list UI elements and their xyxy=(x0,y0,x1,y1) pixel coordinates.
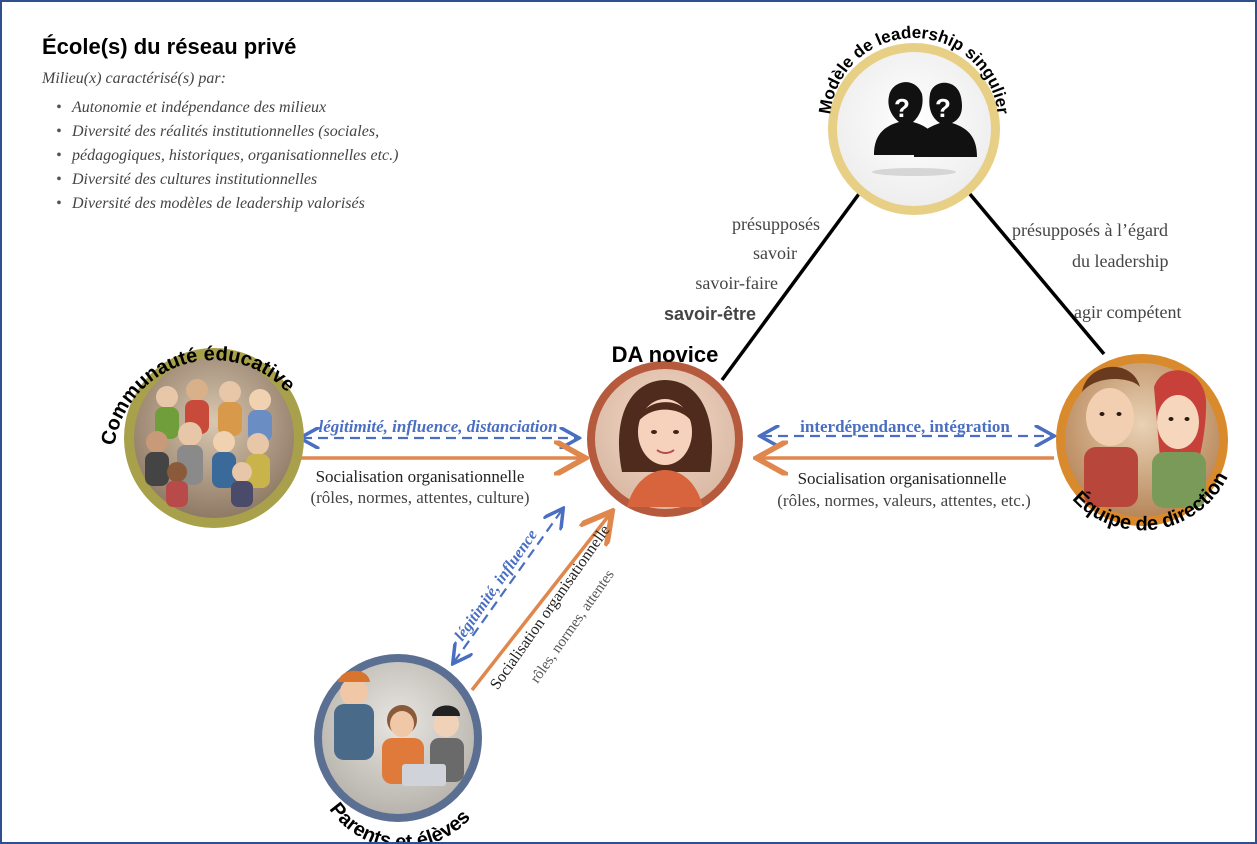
parents-node: Parents et élèves xyxy=(314,654,482,842)
left-socialisation-label: Socialisation organisationnelle xyxy=(316,467,525,486)
panel-subtitle: Milieu(x) caractérisé(s) par: xyxy=(42,70,226,87)
list-item: pédagogiques, historiques, organisationn… xyxy=(56,144,502,168)
couple-icon xyxy=(1082,366,1207,508)
list-item: Diversité des réalités institutionnelles… xyxy=(56,120,502,144)
model-novice-link xyxy=(720,185,866,382)
list-item: Diversité des modèles de leadership valo… xyxy=(56,192,502,216)
silhouette-icon: ? ? xyxy=(872,82,977,176)
top-right-label-1: présupposés à l’égard xyxy=(1012,220,1168,240)
list-item: Autonomie et indépendance des milieux xyxy=(56,96,502,120)
novice-label: DA novice xyxy=(612,342,719,367)
team-node: Équipe de direction xyxy=(1056,354,1232,535)
svg-text:?: ? xyxy=(935,93,951,123)
group-icon xyxy=(145,379,272,507)
parents-novice-socialisation-arrow xyxy=(470,514,610,692)
list-item: Diversité des cultures institutionnelles xyxy=(56,168,502,192)
model-node: ? ? Modèle de leadership singulier xyxy=(815,23,1013,215)
top-right-label-2: du leadership xyxy=(1072,251,1168,271)
info-panel: École(s) du réseau privé Milieu(x) carac… xyxy=(42,34,502,216)
novice-node: DA novice xyxy=(587,342,743,517)
left-dashed-label: légitimité, influence, distanciation xyxy=(319,417,558,436)
people-icon xyxy=(334,670,464,786)
panel-title: École(s) du réseau privé xyxy=(42,34,297,59)
model-team-link xyxy=(962,185,1106,356)
right-socialisation-label: Socialisation organisationnelle xyxy=(798,469,1007,488)
top-right-label-3: agir compétent xyxy=(1074,302,1181,322)
community-node: Communauté éducative xyxy=(97,343,304,528)
top-left-label-2: savoir xyxy=(753,243,797,263)
top-left-label-3: savoir-faire xyxy=(695,273,778,293)
top-left-label-4: savoir-être xyxy=(664,304,756,324)
top-left-label-1: présupposés xyxy=(732,214,820,234)
svg-text:?: ? xyxy=(894,93,910,123)
parents-novice-dashed-arrow xyxy=(454,510,562,662)
right-socialisation-sub: (rôles, normes, valeurs, attentes, etc.) xyxy=(777,491,1031,510)
right-dashed-label: interdépendance, intégration xyxy=(800,417,1010,436)
left-socialisation-sub: (rôles, normes, attentes, culture) xyxy=(310,488,529,507)
person-icon xyxy=(618,380,713,507)
characteristics-list: Autonomie et indépendance des milieux Di… xyxy=(42,96,502,216)
